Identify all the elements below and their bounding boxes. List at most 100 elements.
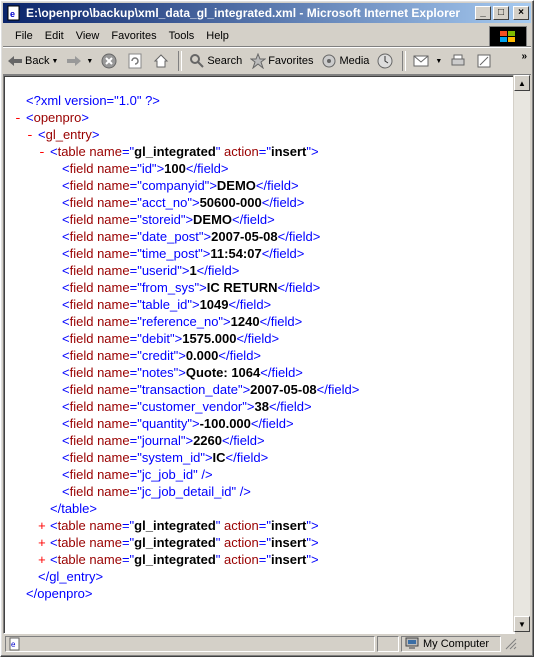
field-row: <field name="acct_no">50600-000</field> (62, 195, 305, 210)
media-button[interactable]: Media (317, 50, 373, 72)
field-value: 100 (164, 161, 186, 176)
close-button[interactable]: × (513, 6, 529, 20)
xml-tree: <?xml version="1.0" ?> -<openpro> -<gl_e… (14, 92, 359, 602)
mail-button[interactable]: ▼ (409, 50, 446, 72)
toolbar-separator (178, 51, 183, 71)
field-row: <field name="storeid">DEMO</field> (62, 212, 275, 227)
field-name: "id" (137, 161, 157, 176)
collapse-table-toggle[interactable]: - (38, 145, 46, 160)
field-name: "system_id" (137, 450, 205, 465)
menu-view[interactable]: View (75, 29, 100, 42)
field-name: "companyid" (137, 178, 210, 193)
field-row: <field name="userid">1</field> (62, 263, 240, 278)
field-row: <field name="from_sys">IC RETURN</field> (62, 280, 321, 295)
expand-table-toggle[interactable]: + (38, 553, 46, 568)
refresh-icon (128, 53, 142, 69)
menu-file[interactable]: File (15, 29, 33, 42)
search-button[interactable]: Search (185, 50, 246, 72)
table-close: </table> (50, 501, 97, 516)
media-label: Media (339, 55, 370, 67)
field-value: 1575.000 (182, 331, 237, 346)
expand-table-toggle[interactable]: + (38, 536, 46, 551)
window-title: E:\openpro\backup\xml_data_gl_integrated… (26, 6, 461, 20)
favorites-button[interactable]: Favorites (246, 50, 317, 72)
mail-dropdown-icon[interactable]: ▼ (435, 57, 443, 65)
expand-table-toggle[interactable]: + (38, 519, 46, 534)
collapsed-table: +<table name="gl_integrated" action="ins… (38, 535, 319, 551)
toolbar-chevron-icon[interactable]: » (521, 51, 527, 62)
minimize-button[interactable]: _ (475, 6, 491, 20)
page-done-icon: e (9, 637, 20, 651)
field-value: 0.000 (185, 348, 219, 363)
openpro-close: </openpro> (26, 586, 93, 601)
standard-toolbar: Back ▼ ▼ Search Favorites Media (3, 47, 531, 75)
field-row: <field name="transaction_date">2007-05-0… (62, 382, 360, 397)
menu-tools[interactable]: Tools (168, 29, 195, 42)
menu-favorites[interactable]: Favorites (111, 29, 157, 42)
status-zone-label: My Computer (423, 638, 490, 650)
forward-button[interactable]: ▼ (62, 50, 97, 72)
field-row: <field name="companyid">DEMO</field> (62, 178, 299, 193)
collapsed-table: +<table name="gl_integrated" action="ins… (38, 518, 319, 534)
field-row: <field name="id">100</field> (62, 161, 229, 176)
field-value: DEMO (216, 178, 256, 193)
scroll-up-arrow-icon[interactable]: ▲ (514, 75, 530, 91)
field-row: <field name="reference_no">1240</field> (62, 314, 303, 329)
field-name: "table_id" (137, 297, 192, 312)
field-value: IC (212, 450, 226, 465)
field-value: 50600-000 (199, 195, 262, 210)
field-row: <field name="journal">2260</field> (62, 433, 265, 448)
collapse-openpro-toggle[interactable]: - (14, 111, 22, 126)
title-bar[interactable]: e E:\openpro\backup\xml_data_gl_integrat… (3, 3, 531, 23)
favorites-star-icon (250, 53, 267, 69)
menu-edit[interactable]: Edit (44, 29, 64, 42)
collapsed-table: +<table name="gl_integrated" action="ins… (38, 552, 319, 568)
my-computer-icon (405, 637, 419, 649)
toolbar-separator (402, 51, 407, 71)
svg-text:e: e (10, 9, 15, 19)
resize-grip-icon[interactable] (505, 638, 517, 650)
field-value: Quote: 1064 (185, 365, 261, 380)
field-name: "jc_job_detail_id" (137, 484, 237, 499)
field-row: <field name="system_id">IC</field> (62, 450, 269, 465)
empty-field-row: <field name="jc_job_id" /> (62, 467, 213, 482)
field-name: "debit" (137, 331, 175, 346)
forward-arrow-icon (67, 56, 82, 66)
field-row: <field name="customer_vendor">38</field> (62, 399, 312, 414)
home-button[interactable] (149, 50, 175, 72)
edit-icon (477, 54, 491, 68)
print-button[interactable] (446, 50, 472, 72)
field-name: "time_post" (137, 246, 203, 261)
field-row: <field name="quantity">-100.000</field> (62, 416, 294, 431)
forward-dropdown-icon[interactable]: ▼ (86, 57, 94, 65)
stop-icon (101, 53, 117, 69)
mail-icon (413, 55, 429, 67)
back-button[interactable]: Back ▼ (3, 50, 62, 72)
search-icon (190, 54, 205, 68)
edit-button[interactable] (472, 50, 498, 72)
field-name: "from_sys" (137, 280, 200, 295)
field-name: "credit" (137, 348, 179, 363)
table-open: -<table name="gl_integrated" action="ins… (38, 144, 319, 160)
collapse-gl-entry-toggle[interactable]: - (26, 128, 34, 143)
field-value: 1 (189, 263, 197, 278)
refresh-button[interactable] (123, 50, 149, 72)
xml-declaration: <?xml version="1.0" ?> (26, 93, 160, 108)
field-name: "journal" (137, 433, 186, 448)
scroll-down-arrow-icon[interactable]: ▼ (514, 616, 530, 632)
gl-entry-close: </gl_entry> (38, 569, 104, 584)
field-name: "userid" (137, 263, 182, 278)
field-value: 2007-05-08 (250, 382, 317, 397)
vertical-scrollbar[interactable]: ▲ ▼ (513, 75, 530, 632)
favorites-label: Favorites (268, 55, 314, 67)
status-zone-pane: My Computer (401, 636, 501, 652)
maximize-button[interactable]: □ (493, 6, 509, 20)
stop-button[interactable] (97, 50, 123, 72)
field-value: -100.000 (199, 416, 251, 431)
ie-document-icon: e (7, 5, 20, 21)
menu-help[interactable]: Help (206, 29, 229, 42)
history-button[interactable] (373, 50, 399, 72)
openpro-open: -<openpro> (14, 110, 89, 126)
field-name: "acct_no" (137, 195, 192, 210)
back-dropdown-icon[interactable]: ▼ (51, 57, 59, 65)
